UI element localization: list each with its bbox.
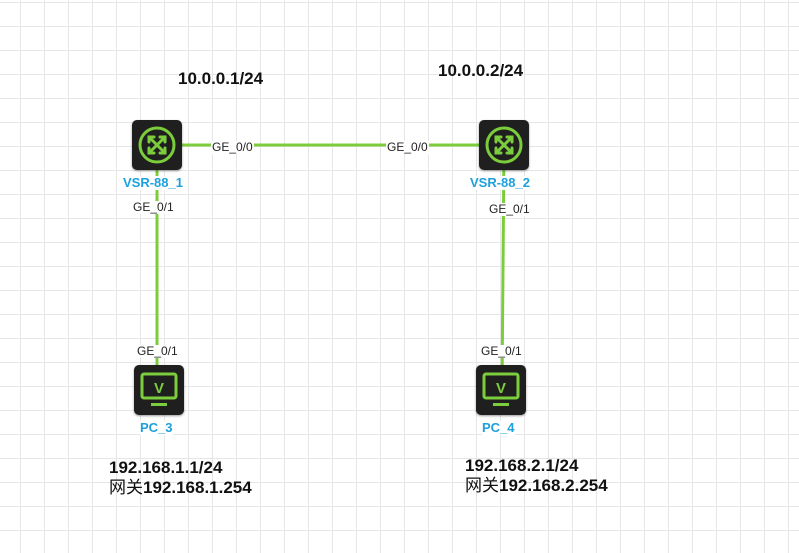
router1-name: VSR-88_1 <box>123 175 183 190</box>
port-label-router1-ge01: GE_0/1 <box>132 200 175 214</box>
port-label-router2-ge00: GE_0/0 <box>386 140 429 154</box>
port-label-router1-ge00: GE_0/0 <box>211 140 254 154</box>
port-label-pc4-ge01: GE_0/1 <box>480 344 523 358</box>
pc3-gateway-address: 192.168.1.254 <box>143 478 252 497</box>
router-vsr-88-1[interactable] <box>132 120 182 170</box>
router-icon <box>138 126 176 164</box>
pc4-glyph: V <box>496 380 506 397</box>
router2-name: VSR-88_2 <box>470 175 530 190</box>
pc4-name: PC_4 <box>482 420 515 435</box>
router-icon <box>485 126 523 164</box>
pc4-gateway-prefix: 网关 <box>465 476 499 496</box>
pc3-name: PC_3 <box>140 420 173 435</box>
pc3-network-note: 192.168.1.1/24 网关192.168.1.254 <box>109 458 252 498</box>
router-vsr-88-2[interactable] <box>479 120 529 170</box>
monitor-icon: V <box>140 372 178 406</box>
wan-ip-right: 10.0.0.2/24 <box>438 61 524 80</box>
pc3-gateway-line: 网关192.168.1.254 <box>109 478 252 498</box>
pc3-ip-address: 192.168.1.1/24 <box>109 458 223 477</box>
pc4-network-note: 192.168.2.1/24 网关192.168.2.254 <box>465 456 608 496</box>
pc4-gateway-line: 网关192.168.2.254 <box>465 476 608 496</box>
port-label-pc3-ge01: GE_0/1 <box>136 344 179 358</box>
pc4-gateway-address: 192.168.2.254 <box>499 476 608 495</box>
pc3-glyph: V <box>154 380 164 397</box>
pc-3[interactable]: V <box>134 365 184 415</box>
monitor-icon: V <box>482 372 520 406</box>
wan-ip-left: 10.0.0.1/24 <box>178 69 264 88</box>
pc3-gateway-prefix: 网关 <box>109 478 143 498</box>
pc4-ip-address: 192.168.2.1/24 <box>465 456 579 475</box>
pc-4[interactable]: V <box>476 365 526 415</box>
port-label-router2-ge01: GE_0/1 <box>488 202 531 216</box>
